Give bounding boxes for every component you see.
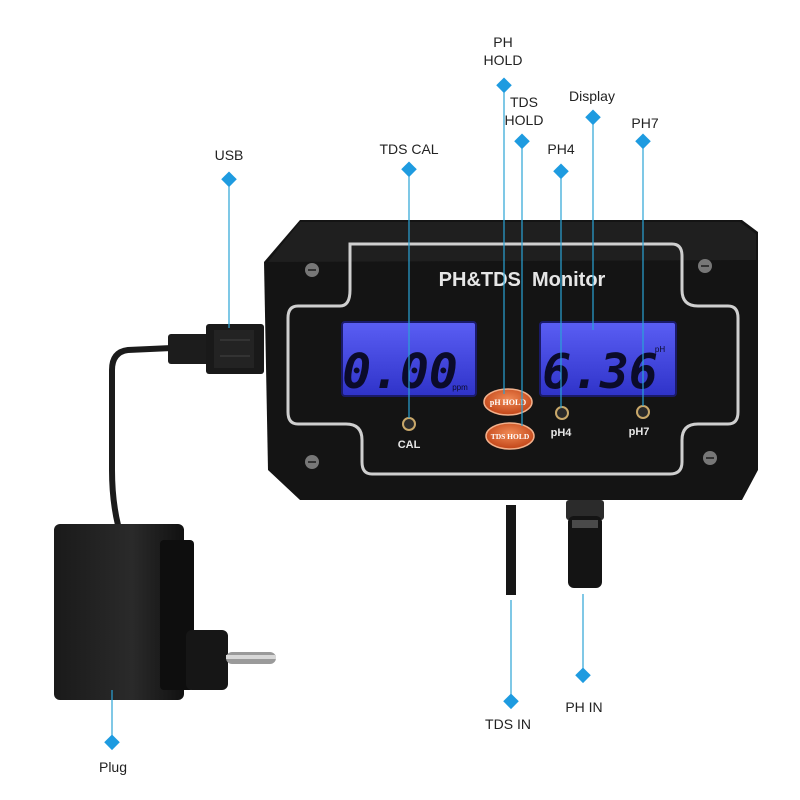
ph-in-marker-icon	[575, 667, 591, 684]
plug-marker-icon	[104, 734, 120, 751]
cal-label: CAL	[398, 439, 421, 451]
ph-unit: pH	[655, 345, 665, 354]
screw	[305, 263, 319, 277]
usb-connector	[168, 324, 264, 374]
ph-lcd-display	[539, 321, 677, 397]
ph4-marker-icon	[553, 163, 569, 180]
ph-reading: 6.36	[542, 344, 658, 400]
power-adapter	[54, 524, 276, 700]
front-frame-outline	[286, 242, 740, 476]
callout-tds-hold: TDS HOLD	[504, 94, 544, 128]
ph7-label: pH7	[629, 426, 650, 438]
ph-hold-button-label: pH HOLD	[490, 398, 526, 407]
callout-ph4: PH4	[547, 141, 575, 157]
ph4-cal-hole[interactable]	[555, 406, 569, 420]
tds-hold-button-label: TDS HOLD	[491, 432, 530, 441]
ph7-cal-hole[interactable]	[636, 405, 650, 419]
tds-unit: ppm	[452, 383, 468, 392]
callout-tds-in: TDS IN	[485, 716, 531, 732]
callout-display: Display	[569, 88, 615, 104]
callout-ph7: PH7	[631, 115, 659, 131]
callout-ph-hold: PH HOLD	[483, 34, 523, 68]
usb-marker-icon	[221, 171, 237, 188]
usb-cable	[109, 345, 175, 528]
tds-hold-button[interactable]: TDS HOLD	[485, 422, 535, 450]
display-marker-icon	[585, 109, 601, 126]
callout-usb: USB	[214, 147, 244, 163]
screw	[698, 259, 712, 273]
ph-hold-marker-icon	[496, 77, 512, 94]
callout-ph-in: PH IN	[565, 699, 603, 715]
ph-hold-button[interactable]: pH HOLD	[483, 388, 533, 416]
tds-probe-cable	[506, 505, 516, 595]
tds-hold-marker-icon	[514, 133, 530, 150]
ph-probe-connector	[566, 500, 604, 588]
tds-reading: 0.00	[342, 344, 458, 400]
monitor-body	[264, 220, 758, 500]
tds-cal-marker-icon	[401, 161, 417, 178]
tds-cal-hole[interactable]	[402, 417, 416, 431]
screw	[703, 451, 717, 465]
screw	[305, 455, 319, 469]
callout-plug: Plug	[98, 759, 128, 775]
ph7-marker-icon	[635, 133, 651, 150]
ph4-label: pH4	[551, 427, 573, 439]
callout-tds-cal: TDS CAL	[379, 141, 439, 157]
tds-in-marker-icon	[503, 693, 519, 710]
callout-lines	[111, 86, 644, 742]
